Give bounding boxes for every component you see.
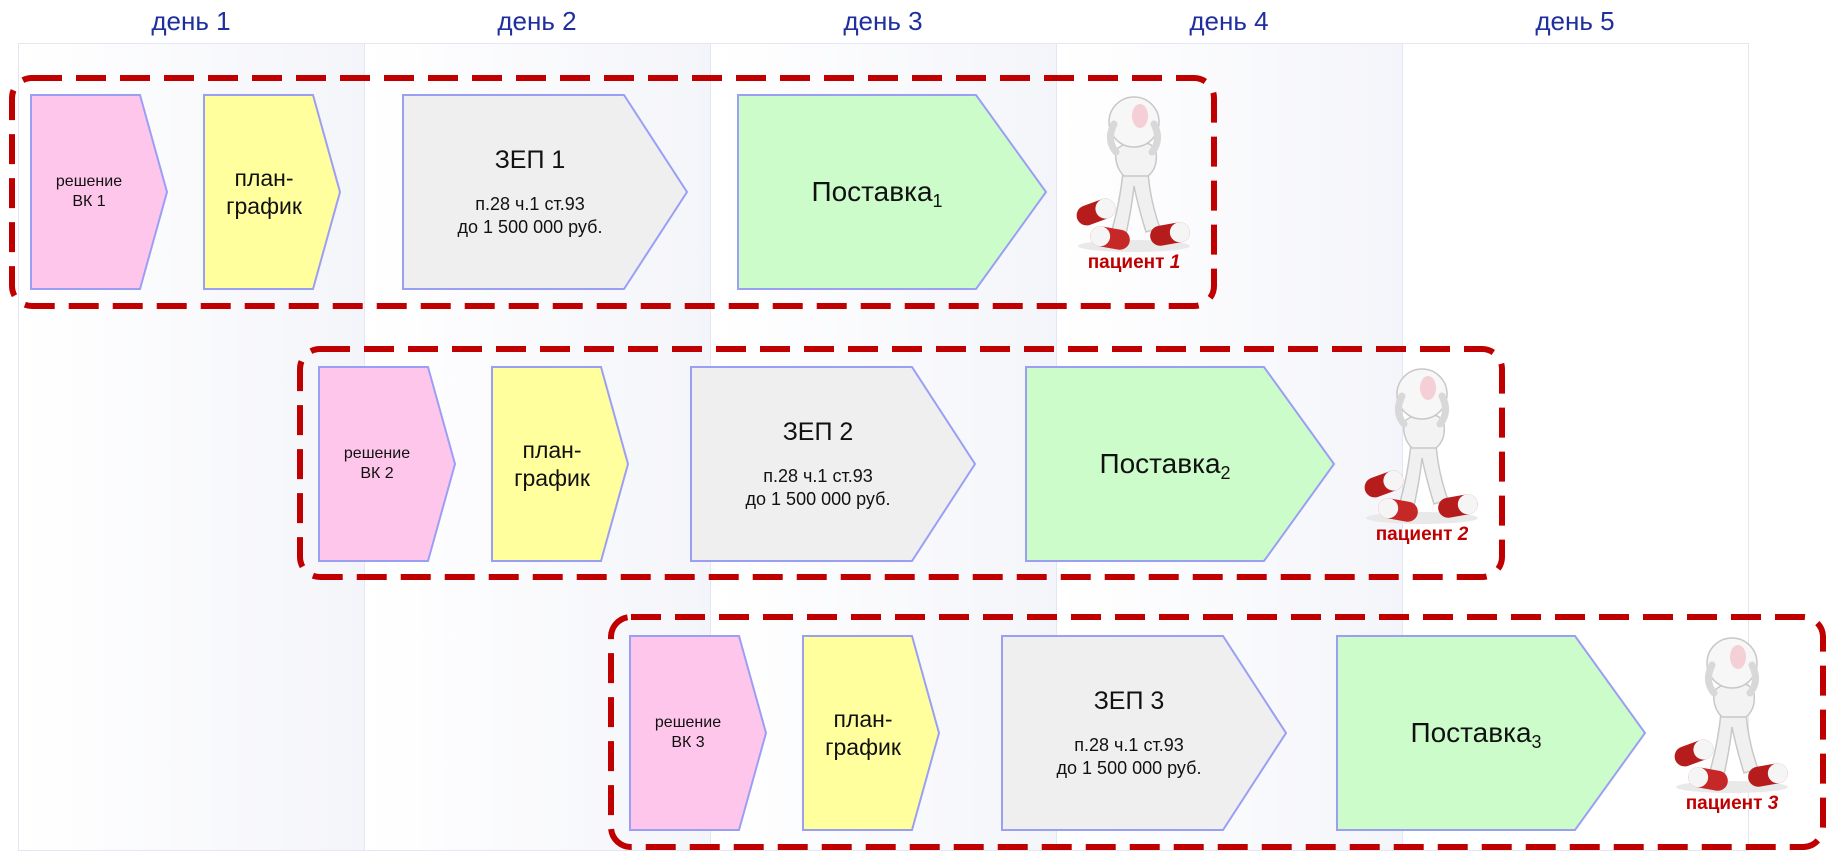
patient-1-figure: пациент 1 [1068,94,1200,273]
patient-with-headache-and-pills-icon [1364,368,1478,524]
day-label-3: день 3 [843,6,923,36]
supply-index: 2 [1220,463,1231,483]
plan-label-line2: график [514,465,590,491]
supply-index: 3 [1531,732,1542,752]
zep-title: ЗЕП 3 [1093,687,1165,715]
supply-index: 1 [932,191,943,211]
day-label-4: день 4 [1189,6,1269,36]
patient-label: пациент 2 [1375,524,1469,545]
plan-label-line2: график [226,193,302,219]
patient-1-process-frame [8,74,1218,310]
zep-title: ЗЕП 2 [782,418,854,446]
timeline-bottom-edge [18,850,1749,851]
patient-3-figure: пациент 3 [1666,635,1798,814]
plan-label-line1: план- [234,165,294,191]
patient-2-process-frame [296,345,1506,581]
zep-law-reference: п.28 ч.1 ст.93 [475,194,585,214]
zep-amount-limit: до 1 500 000 руб. [457,217,603,237]
decision-vk-3-step: решение ВК 3 [629,635,768,831]
decision-vk-1-step: решение ВК 1 [30,94,169,290]
plan-schedule-1-step: план- график [203,94,342,290]
decision-vk-2-step: решение ВК 2 [318,366,457,562]
plan-schedule-3-step: план- график [802,635,941,831]
zep-amount-limit: до 1 500 000 руб. [745,489,891,509]
plan-label-line1: план- [833,706,893,732]
supply-1-step: Поставка1 [737,94,1048,290]
zep-3-step: ЗЕП 3 п.28 ч.1 ст.93 до 1 500 000 руб. [1001,635,1288,831]
timeline-right-edge [1748,43,1749,851]
patient-number: 1 [1169,252,1181,273]
plan-label-line2: график [825,734,901,760]
day-label-2: день 2 [497,6,577,36]
patient-3-process-frame [607,613,1827,851]
day-label-5: день 5 [1535,6,1615,36]
zep-1-step: ЗЕП 1 п.28 ч.1 ст.93 до 1 500 000 руб. [402,94,689,290]
zep-law-reference: п.28 ч.1 ст.93 [1074,735,1184,755]
supply-2-step: Поставка2 [1025,366,1336,562]
supply-label: Поставка2 [1099,448,1231,483]
patient-number: 3 [1767,793,1779,814]
day-label-1: день 1 [151,6,231,36]
patient-with-headache-and-pills-icon [1076,96,1190,252]
decision-vk-number: ВК 3 [671,734,705,751]
decision-vk-number: ВК 1 [72,193,106,210]
zep-law-reference: п.28 ч.1 ст.93 [763,466,873,486]
zep-2-step: ЗЕП 2 п.28 ч.1 ст.93 до 1 500 000 руб. [690,366,977,562]
supply-label: Поставка1 [811,176,943,211]
decision-label: решение [55,173,123,190]
patient-number: 2 [1457,524,1469,545]
patient-label: пациент 3 [1685,793,1779,814]
supply-label: Поставка3 [1410,717,1542,752]
supply-3-step: Поставка3 [1336,635,1647,831]
patient-with-headache-and-pills-icon [1674,637,1788,793]
plan-schedule-2-step: план- график [491,366,630,562]
decision-label: решение [343,445,411,462]
zep-title: ЗЕП 1 [494,146,566,174]
zep-amount-limit: до 1 500 000 руб. [1056,758,1202,778]
plan-label-line1: план- [522,437,582,463]
patient-label: пациент 1 [1087,252,1181,273]
decision-vk-number: ВК 2 [360,465,394,482]
patient-2-figure: пациент 2 [1356,366,1488,545]
decision-label: решение [654,714,722,731]
